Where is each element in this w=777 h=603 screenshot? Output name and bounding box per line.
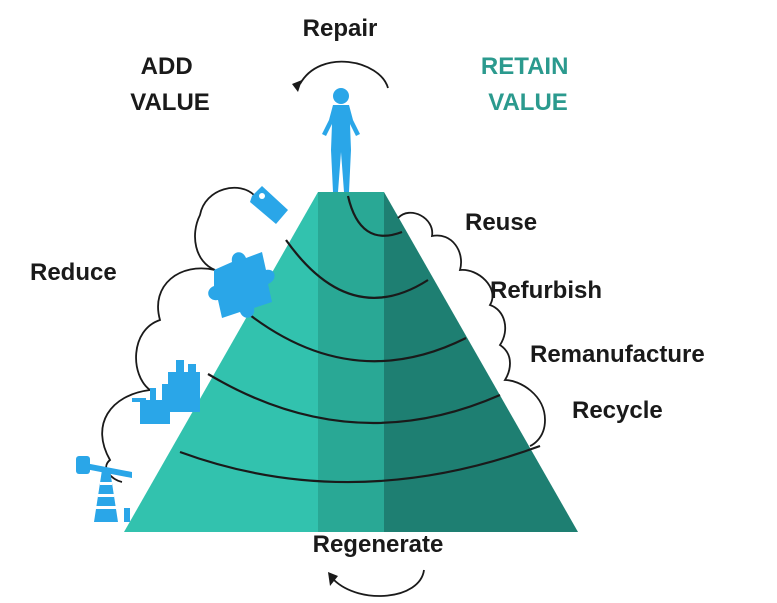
arc-recycle xyxy=(207,373,501,425)
price-tag-icon xyxy=(250,186,288,224)
person-icon xyxy=(322,88,360,192)
oil-derrick-icon xyxy=(76,456,132,522)
label-retain-value-line1: RETAIN xyxy=(481,53,569,80)
label-retain-value: RETAIN VALUE xyxy=(481,53,575,116)
repair-cycle-arrow xyxy=(292,60,389,92)
factory-icon xyxy=(132,360,200,424)
arc-remanufacture xyxy=(245,311,467,363)
repair-arrow-arc xyxy=(299,60,389,89)
regenerate-arrow-head xyxy=(328,572,338,586)
label-retain-value-line2: VALUE xyxy=(488,89,568,116)
arc-reuse xyxy=(346,195,403,237)
label-add-value-line2: VALUE xyxy=(130,89,210,116)
label-recycle: Recycle xyxy=(572,397,663,424)
label-add-value-line1: ADD xyxy=(141,53,193,80)
label-reuse: Reuse xyxy=(465,209,537,236)
label-remanufacture: Remanufacture xyxy=(530,341,705,368)
pyramid-right-face xyxy=(384,192,578,532)
repair-arrow-head xyxy=(292,80,302,92)
label-regenerate: Regenerate xyxy=(313,531,444,558)
arc-regenerate xyxy=(179,444,541,484)
regenerate-cycle-arrow xyxy=(328,569,425,597)
label-reduce: Reduce xyxy=(30,259,117,286)
puzzle-piece-icon xyxy=(208,252,275,318)
regenerate-arrow-arc xyxy=(333,569,425,597)
label-repair: Repair xyxy=(303,15,378,42)
right-cloud-outline xyxy=(397,211,546,447)
arc-refurbish xyxy=(285,239,429,299)
label-refurbish: Refurbish xyxy=(490,277,602,304)
left-cloud-outline xyxy=(101,187,256,483)
pyramid-arcs xyxy=(179,195,541,484)
label-add-value: ADD VALUE xyxy=(130,53,210,116)
